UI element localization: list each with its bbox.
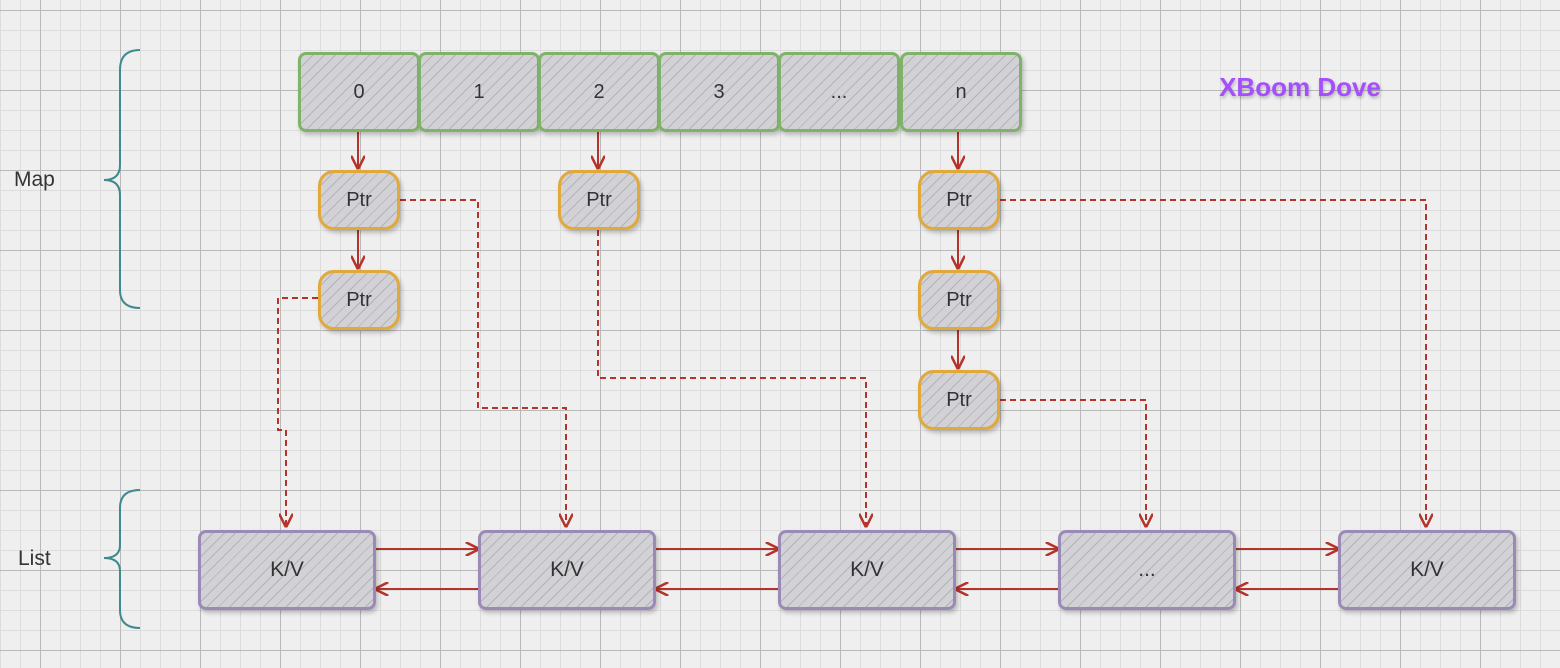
watermark: XBoom Dove <box>1219 72 1381 102</box>
pointer-node: Ptr <box>918 170 1000 230</box>
dash-ptr-b-to-kv0 <box>277 297 318 526</box>
map-cell: 1 <box>418 52 540 132</box>
pointer-node: Ptr <box>318 170 400 230</box>
pointer-node: Ptr <box>318 270 400 330</box>
map-brace <box>103 49 141 309</box>
dash-ptr-d-to-kv4 <box>1000 199 1426 526</box>
map-cell: n <box>900 52 1022 132</box>
dash-ptr-f-to-kv3 <box>1000 399 1146 526</box>
map-cell: ... <box>778 52 900 132</box>
list-brace <box>103 489 141 629</box>
map-cell: 3 <box>658 52 780 132</box>
pointer-node: Ptr <box>918 370 1000 430</box>
list-node: K/V <box>778 530 956 610</box>
pointer-node: Ptr <box>918 270 1000 330</box>
list-node: K/V <box>1338 530 1516 610</box>
dash-ptr-c-to-kv2 <box>597 230 866 526</box>
pointer-node: Ptr <box>558 170 640 230</box>
list-node: K/V <box>198 530 376 610</box>
list-node: K/V <box>478 530 656 610</box>
map-cell: 0 <box>298 52 420 132</box>
dash-ptr-a-to-kv1 <box>400 199 566 526</box>
list-label: List <box>18 547 51 570</box>
list-node: ... <box>1058 530 1236 610</box>
map-label: Map <box>14 168 55 191</box>
map-cell: 2 <box>538 52 660 132</box>
